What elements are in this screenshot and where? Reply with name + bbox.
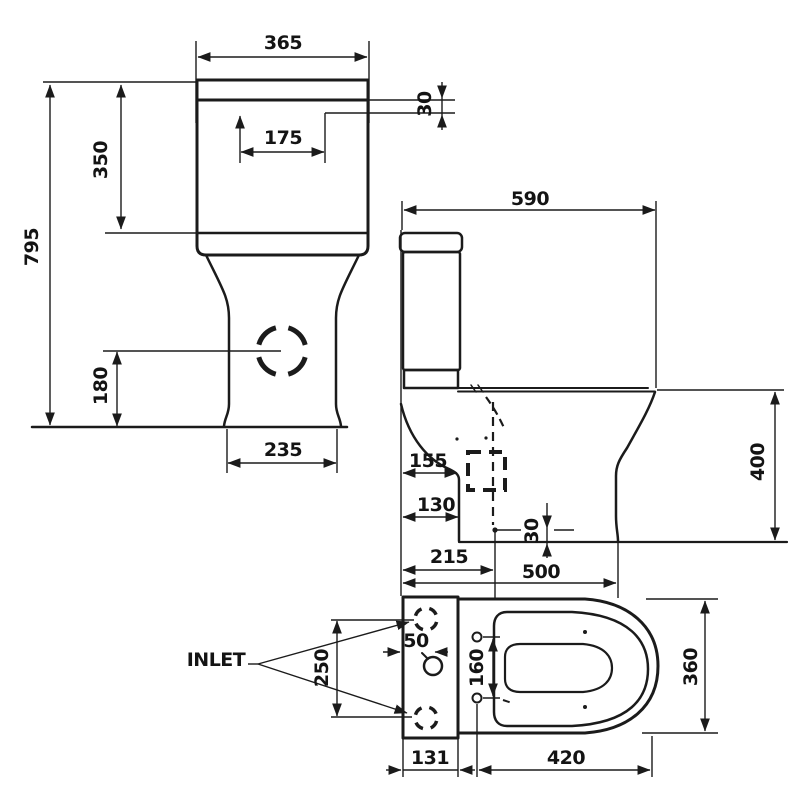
fixing-hole-top <box>471 631 483 643</box>
dim-label-back-to-outlet-box: 155 <box>409 450 447 472</box>
inlet-label: INLET <box>187 649 246 671</box>
back-plate <box>401 595 460 740</box>
inlet-hole-top <box>413 606 439 632</box>
bowl-front-profile <box>614 390 657 543</box>
mark-dot <box>455 437 459 441</box>
cistern-lid-side <box>398 231 464 254</box>
cistern-body-side <box>401 250 462 372</box>
dim-label-depth: 590 <box>511 188 549 210</box>
dim-label-tank-width: 365 <box>264 32 302 54</box>
pedestal-right-edge <box>334 253 361 428</box>
flush-pipe-hole <box>422 655 444 677</box>
dim-label-pan-width: 360 <box>680 648 702 686</box>
seat-bolt-mark <box>583 705 587 709</box>
seat-bolt-mark <box>583 630 587 634</box>
dim-label-back-to-foot: 130 <box>417 494 455 516</box>
cistern-front-outline <box>195 78 370 257</box>
dim-label-seat-length: 420 <box>547 747 585 769</box>
dim-label-back-to-soil-center: 215 <box>430 546 468 568</box>
dim-label-back-to-front-fixing: 500 <box>522 561 560 583</box>
bowl-opening <box>503 642 614 694</box>
cistern-base-side <box>402 368 460 390</box>
inlet-hole-bottom <box>413 705 439 731</box>
dim-label-total-height: 795 <box>21 228 43 266</box>
outlet-connector-box <box>466 450 507 492</box>
front-view: 365 795 350 175 30 180 235 <box>21 32 455 473</box>
dim-label-tank-height: 350 <box>90 141 112 179</box>
fixing-hole-bottom <box>471 692 483 704</box>
dim-label-fixing-hole-spacing: 160 <box>466 649 488 687</box>
mark-dot <box>484 436 488 440</box>
seat-outline <box>492 610 650 728</box>
dim-label-base-width: 235 <box>264 439 302 461</box>
side-view: 590 400 155 130 215 500 30 <box>398 188 789 598</box>
dim-label-flush-offset: 175 <box>264 127 302 149</box>
dim-label-outlet-gap: 30 <box>521 518 543 544</box>
dim-label-lid-height: 30 <box>414 91 436 117</box>
pedestal-left-edge <box>204 253 231 428</box>
pan-footprint <box>456 597 660 735</box>
dim-label-bowl-height: 400 <box>747 443 769 481</box>
hidden-bowl-curve <box>485 396 507 431</box>
plan-view: INLET 250 50 160 360 420 131 <box>187 595 718 777</box>
dim-label-inlet-spacing: 250 <box>311 649 333 687</box>
dim-label-inlet-offset: 50 <box>403 630 429 652</box>
dim-label-plate-depth: 131 <box>411 747 449 769</box>
dim-label-outlet-height: 180 <box>90 367 112 405</box>
